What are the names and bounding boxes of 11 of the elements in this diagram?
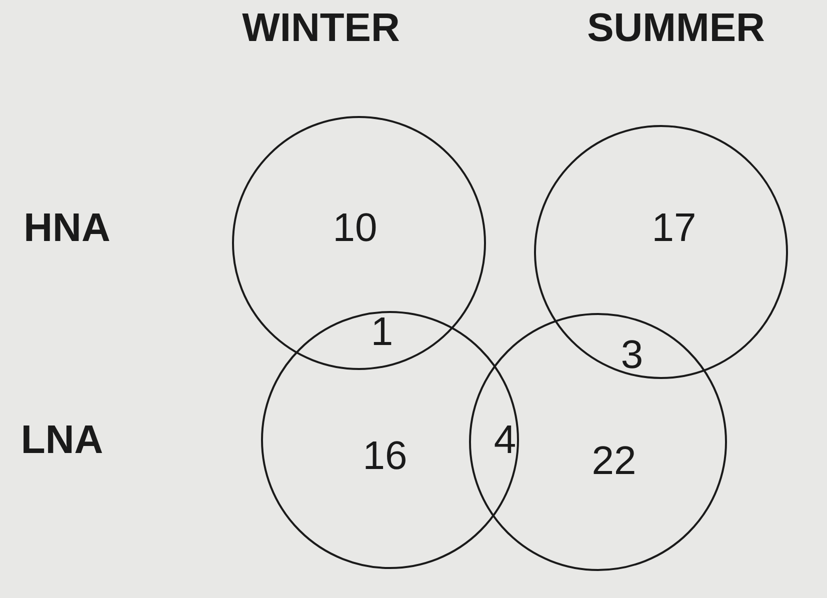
count-label: 17 (652, 208, 696, 248)
count-label: 1 (370, 312, 394, 352)
row-heading: HNA (24, 208, 110, 248)
column-heading: WINTER (242, 8, 400, 48)
count-label: 4 (494, 420, 516, 460)
row-heading: LNA (20, 420, 104, 460)
count-label: 22 (592, 441, 636, 481)
count-label: 16 (362, 436, 408, 476)
column-heading: SUMMER (587, 8, 765, 48)
count-label: 3 (620, 335, 644, 375)
count-label: 10 (332, 208, 378, 248)
